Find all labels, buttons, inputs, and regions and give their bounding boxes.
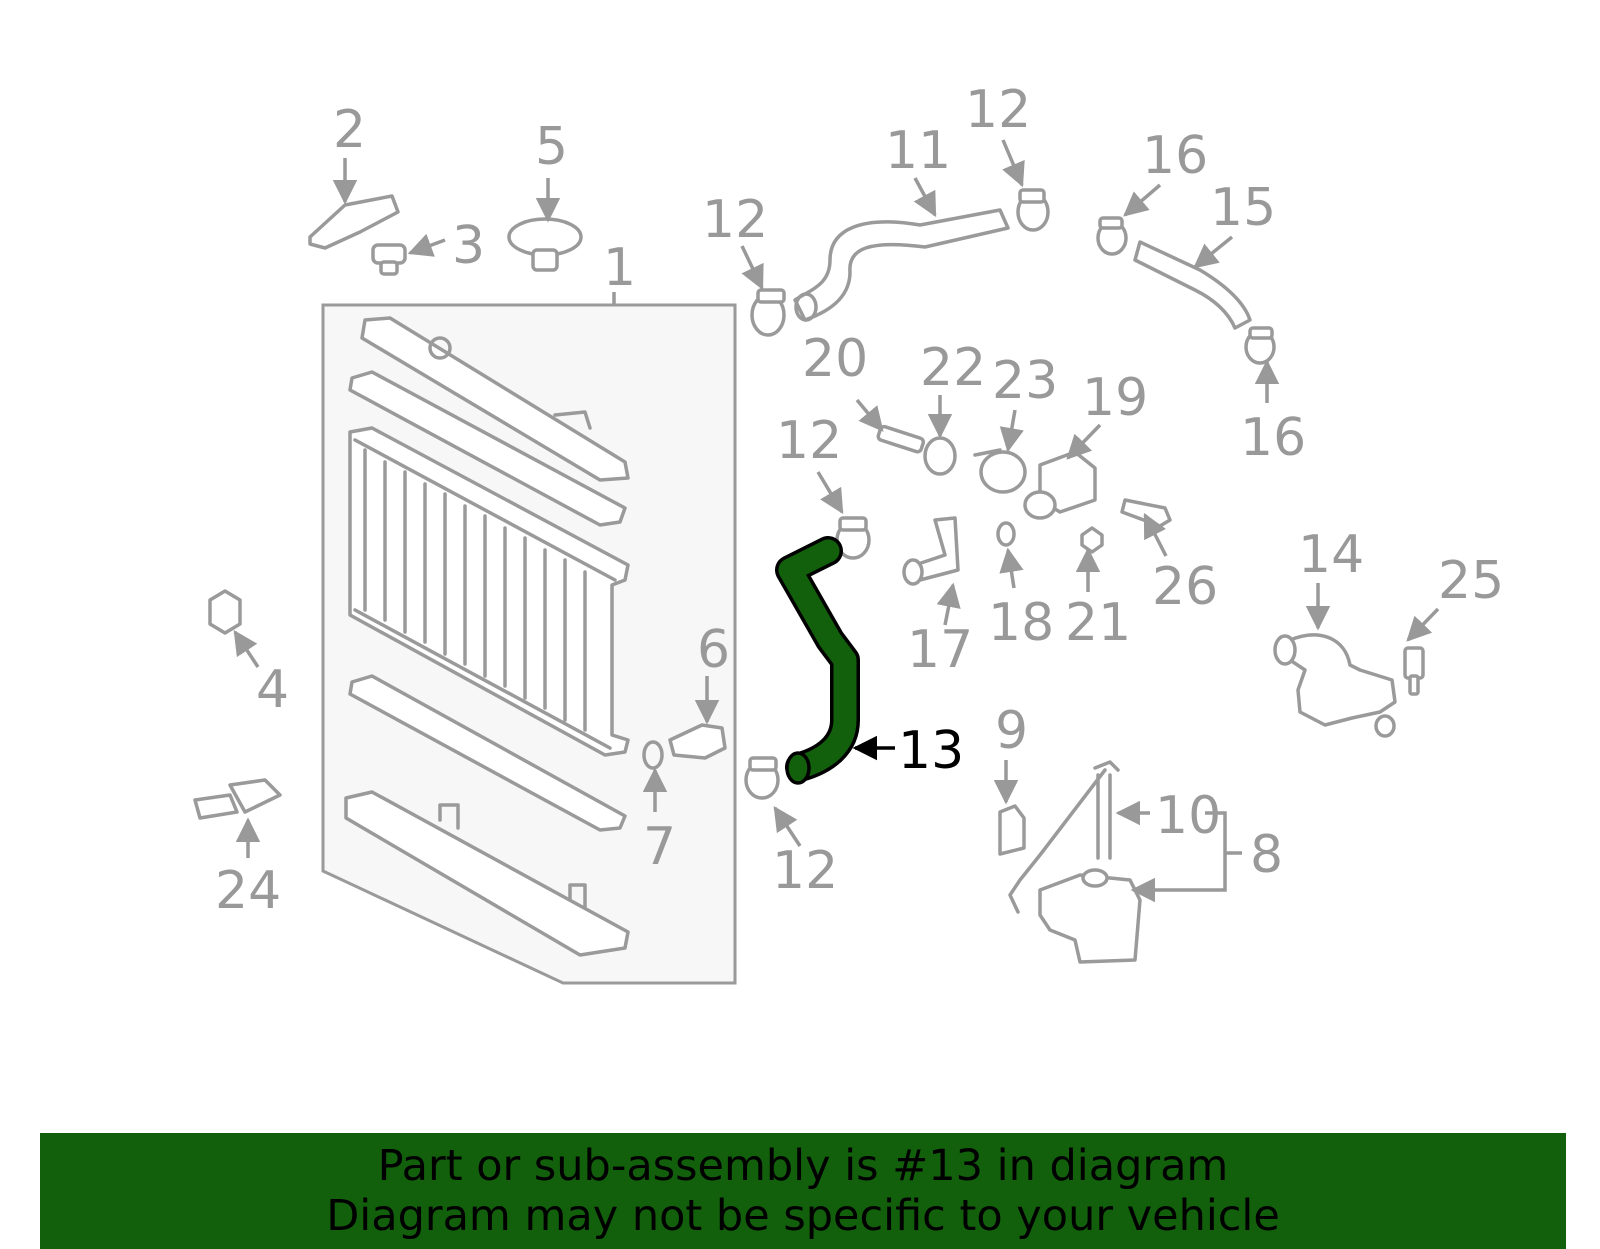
callout-23: 23 — [992, 351, 1058, 411]
callout-16-b: 16 — [1240, 408, 1306, 468]
info-banner: Part or sub-assembly is #13 in diagram D… — [40, 1133, 1566, 1249]
clamp-12-c — [835, 516, 871, 560]
upper-hose-part-11 — [793, 208, 1010, 322]
clamp-16-b — [1244, 326, 1276, 365]
nut-part-21 — [1080, 526, 1104, 554]
callout-4: 4 — [256, 660, 289, 720]
thermostat-part-23 — [973, 448, 1027, 494]
callout-11: 11 — [885, 121, 951, 181]
part-9 — [998, 804, 1026, 856]
callout-21: 21 — [1065, 593, 1131, 653]
banner-line-1: Part or sub-assembly is #13 in diagram — [377, 1141, 1229, 1191]
callout-8: 8 — [1250, 825, 1283, 885]
callout-15: 15 — [1210, 178, 1276, 238]
callout-16-a: 16 — [1142, 126, 1208, 186]
nut-part-4 — [208, 589, 242, 635]
callout-5: 5 — [535, 117, 568, 177]
callout-12-b: 12 — [965, 80, 1031, 140]
radiator-assembly — [321, 303, 737, 985]
callout-6: 6 — [697, 620, 730, 680]
callout-24: 24 — [215, 861, 281, 921]
banner-line-2: Diagram may not be specific to your vehi… — [326, 1191, 1280, 1241]
callout-20: 20 — [802, 329, 868, 389]
o-ring-part-18 — [996, 521, 1016, 547]
tube-part-10 — [1008, 768, 1112, 914]
bolt-part-20 — [876, 424, 926, 454]
callout-17: 17 — [907, 620, 973, 680]
gasket-part-22 — [923, 436, 957, 476]
nut-part-3 — [371, 243, 407, 276]
sensor-part-25 — [1403, 646, 1425, 696]
callout-26: 26 — [1152, 557, 1218, 617]
sensor-part-26 — [1120, 498, 1172, 528]
callout-2: 2 — [333, 100, 366, 160]
highlighted-hose-part-13 — [775, 536, 860, 785]
reservoir-part-8 — [1038, 873, 1142, 964]
callout-19: 19 — [1082, 368, 1148, 428]
water-inlet-part-14 — [1273, 633, 1397, 738]
callout-14: 14 — [1298, 525, 1364, 585]
radiator-fins — [353, 438, 617, 750]
callout-12-c: 12 — [776, 411, 842, 471]
callouts: 1 2 3 5 4 24 6 7 12 11 12 16 15 16 20 22… — [215, 80, 1504, 921]
callout-22: 22 — [920, 338, 986, 398]
clamp-12-a — [750, 288, 786, 337]
clamp-16-a — [1096, 216, 1128, 256]
callout-12-a: 12 — [702, 190, 768, 250]
callout-12-d: 12 — [772, 841, 838, 901]
housing-part-19 — [1023, 450, 1097, 520]
callout-3: 3 — [452, 216, 485, 276]
clamp-12-b — [1016, 188, 1050, 232]
callout-9: 9 — [995, 701, 1028, 761]
callout-1: 1 — [603, 238, 636, 298]
callout-10: 10 — [1155, 786, 1221, 846]
bracket-part-2 — [308, 194, 400, 250]
hose-part-15 — [1133, 240, 1252, 330]
sensor-part-24 — [193, 778, 282, 820]
cap-part-5 — [507, 217, 583, 272]
callout-13: 13 — [898, 721, 964, 781]
pipe-part-17 — [902, 516, 960, 586]
leader-lines — [233, 139, 1440, 903]
callout-7: 7 — [643, 817, 676, 877]
callout-25: 25 — [1438, 551, 1504, 611]
clamp-12-d — [744, 756, 780, 800]
drain-cock-part-6 — [668, 723, 727, 760]
callout-18: 18 — [988, 593, 1054, 653]
